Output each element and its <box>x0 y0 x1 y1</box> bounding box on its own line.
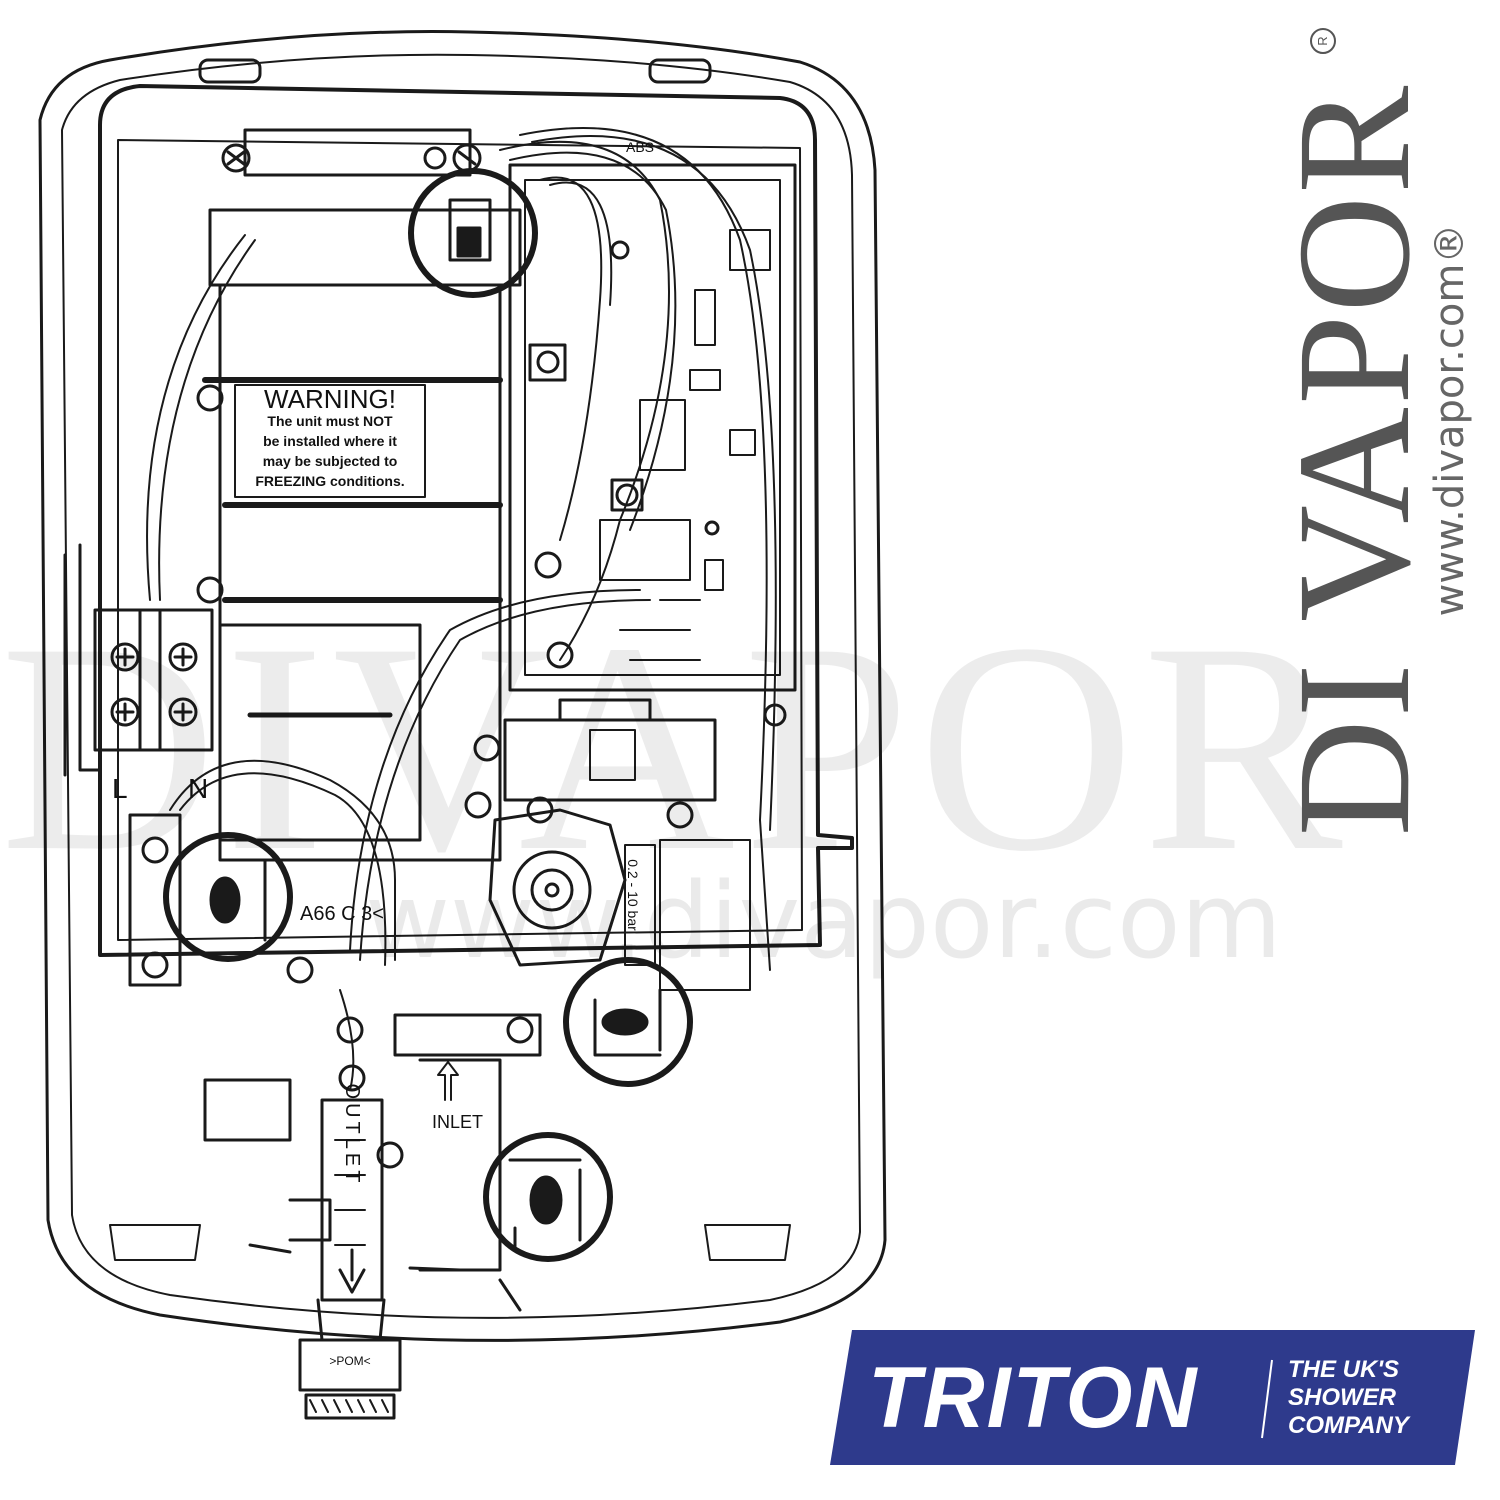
flow-valve <box>503 718 717 802</box>
detail-circle-bottom <box>483 1132 613 1262</box>
outlet-pipe <box>320 1098 384 1302</box>
triton-badge-shape <box>830 1330 1475 1465</box>
abs-label: ABS <box>626 139 654 155</box>
triton-tagline: THE UK'S SHOWER COMPANY <box>1288 1356 1458 1440</box>
terminal-block <box>93 608 214 752</box>
back-plate <box>98 84 854 957</box>
divapor-brand-logo: DI VAPOR <box>1265 83 1444 837</box>
outlet-connector <box>298 1338 402 1392</box>
detail-circle-right <box>563 957 693 1087</box>
detail-circle-left <box>163 832 293 962</box>
triton-tagline-line-3: COMPANY <box>1288 1412 1409 1439</box>
triton-tagline-line-1: THE UK'S <box>1288 1356 1400 1383</box>
pcb-board <box>508 163 797 692</box>
warning-line-1: The unit must NOT <box>267 413 393 429</box>
pom-label: >POM< <box>329 1354 370 1368</box>
inlet-label: INLET <box>432 1112 483 1132</box>
terminal-label-neutral: N <box>188 773 208 804</box>
detail-circle-top <box>408 168 538 298</box>
outlet-label: OUTLET <box>341 1084 363 1187</box>
divapor-url: www.divapor.com® <box>1427 223 1473 617</box>
inlet-pipe <box>393 1013 542 1057</box>
part-code-label: A66 C 3< <box>300 903 384 925</box>
housing-outline <box>38 30 887 1342</box>
housing-inner-rim <box>61 53 861 1319</box>
triton-wordmark: TRITON <box>868 1350 1199 1446</box>
shower-unit-diagram: WARNING! The unit must NOT be installed … <box>38 30 887 1420</box>
registered-mark-icon: R <box>1310 28 1336 54</box>
warning-line-2: be installed where it <box>263 433 397 449</box>
warning-line-3: may be subjected to <box>263 453 398 469</box>
terminal-label-live: L <box>112 773 128 804</box>
warning-line-4: FREEZING conditions. <box>255 473 404 489</box>
triton-tagline-line-2: SHOWER <box>1288 1384 1396 1411</box>
pressure-range-label: 0.2 - 10 bar <box>625 859 641 931</box>
warning-title: WARNING! <box>264 384 396 414</box>
triton-logo: TRITON THE UK'S SHOWER COMPANY <box>830 1330 1475 1465</box>
pressure-switch <box>512 850 592 930</box>
